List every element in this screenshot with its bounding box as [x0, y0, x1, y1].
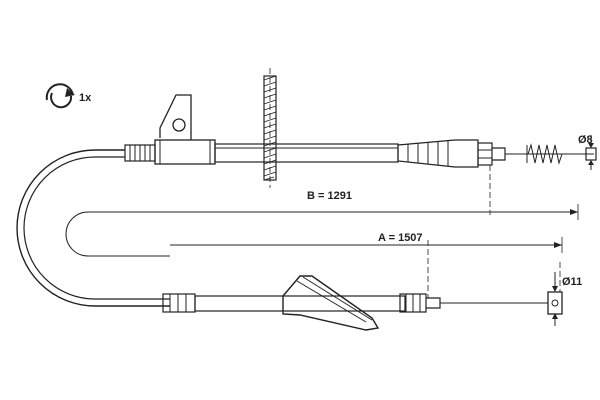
dimension-a-label: A = 1507	[378, 232, 423, 244]
bottom-diameter-label: Ø11	[562, 276, 582, 288]
bottom-end-fitting	[399, 293, 441, 313]
bottom-sleeve-tube	[194, 295, 406, 312]
top-diameter-marker	[588, 135, 594, 170]
top-ferrule	[124, 144, 156, 162]
hatched-grommet	[263, 68, 277, 188]
bottom-ferrule	[162, 293, 196, 313]
top-tapered-fitting	[397, 139, 506, 168]
clip-count-label: 1x	[79, 92, 92, 104]
rotate-clip-icon	[45, 83, 75, 109]
dimension-b-line	[65, 165, 579, 257]
cable-main-line	[16, 149, 170, 307]
dimension-b-label: B = 1291	[307, 190, 352, 202]
bottom-diameter-marker	[552, 262, 561, 326]
bottom-angled-bracket	[282, 275, 380, 331]
bottom-end-nipple	[547, 291, 563, 315]
top-return-spring	[526, 143, 563, 165]
top-mount-bracket	[154, 94, 216, 165]
cable-inner-line	[23, 156, 170, 300]
top-diameter-label: Ø8	[578, 134, 593, 146]
dimension-a-line	[170, 237, 563, 298]
top-sleeve-tube	[214, 143, 399, 163]
